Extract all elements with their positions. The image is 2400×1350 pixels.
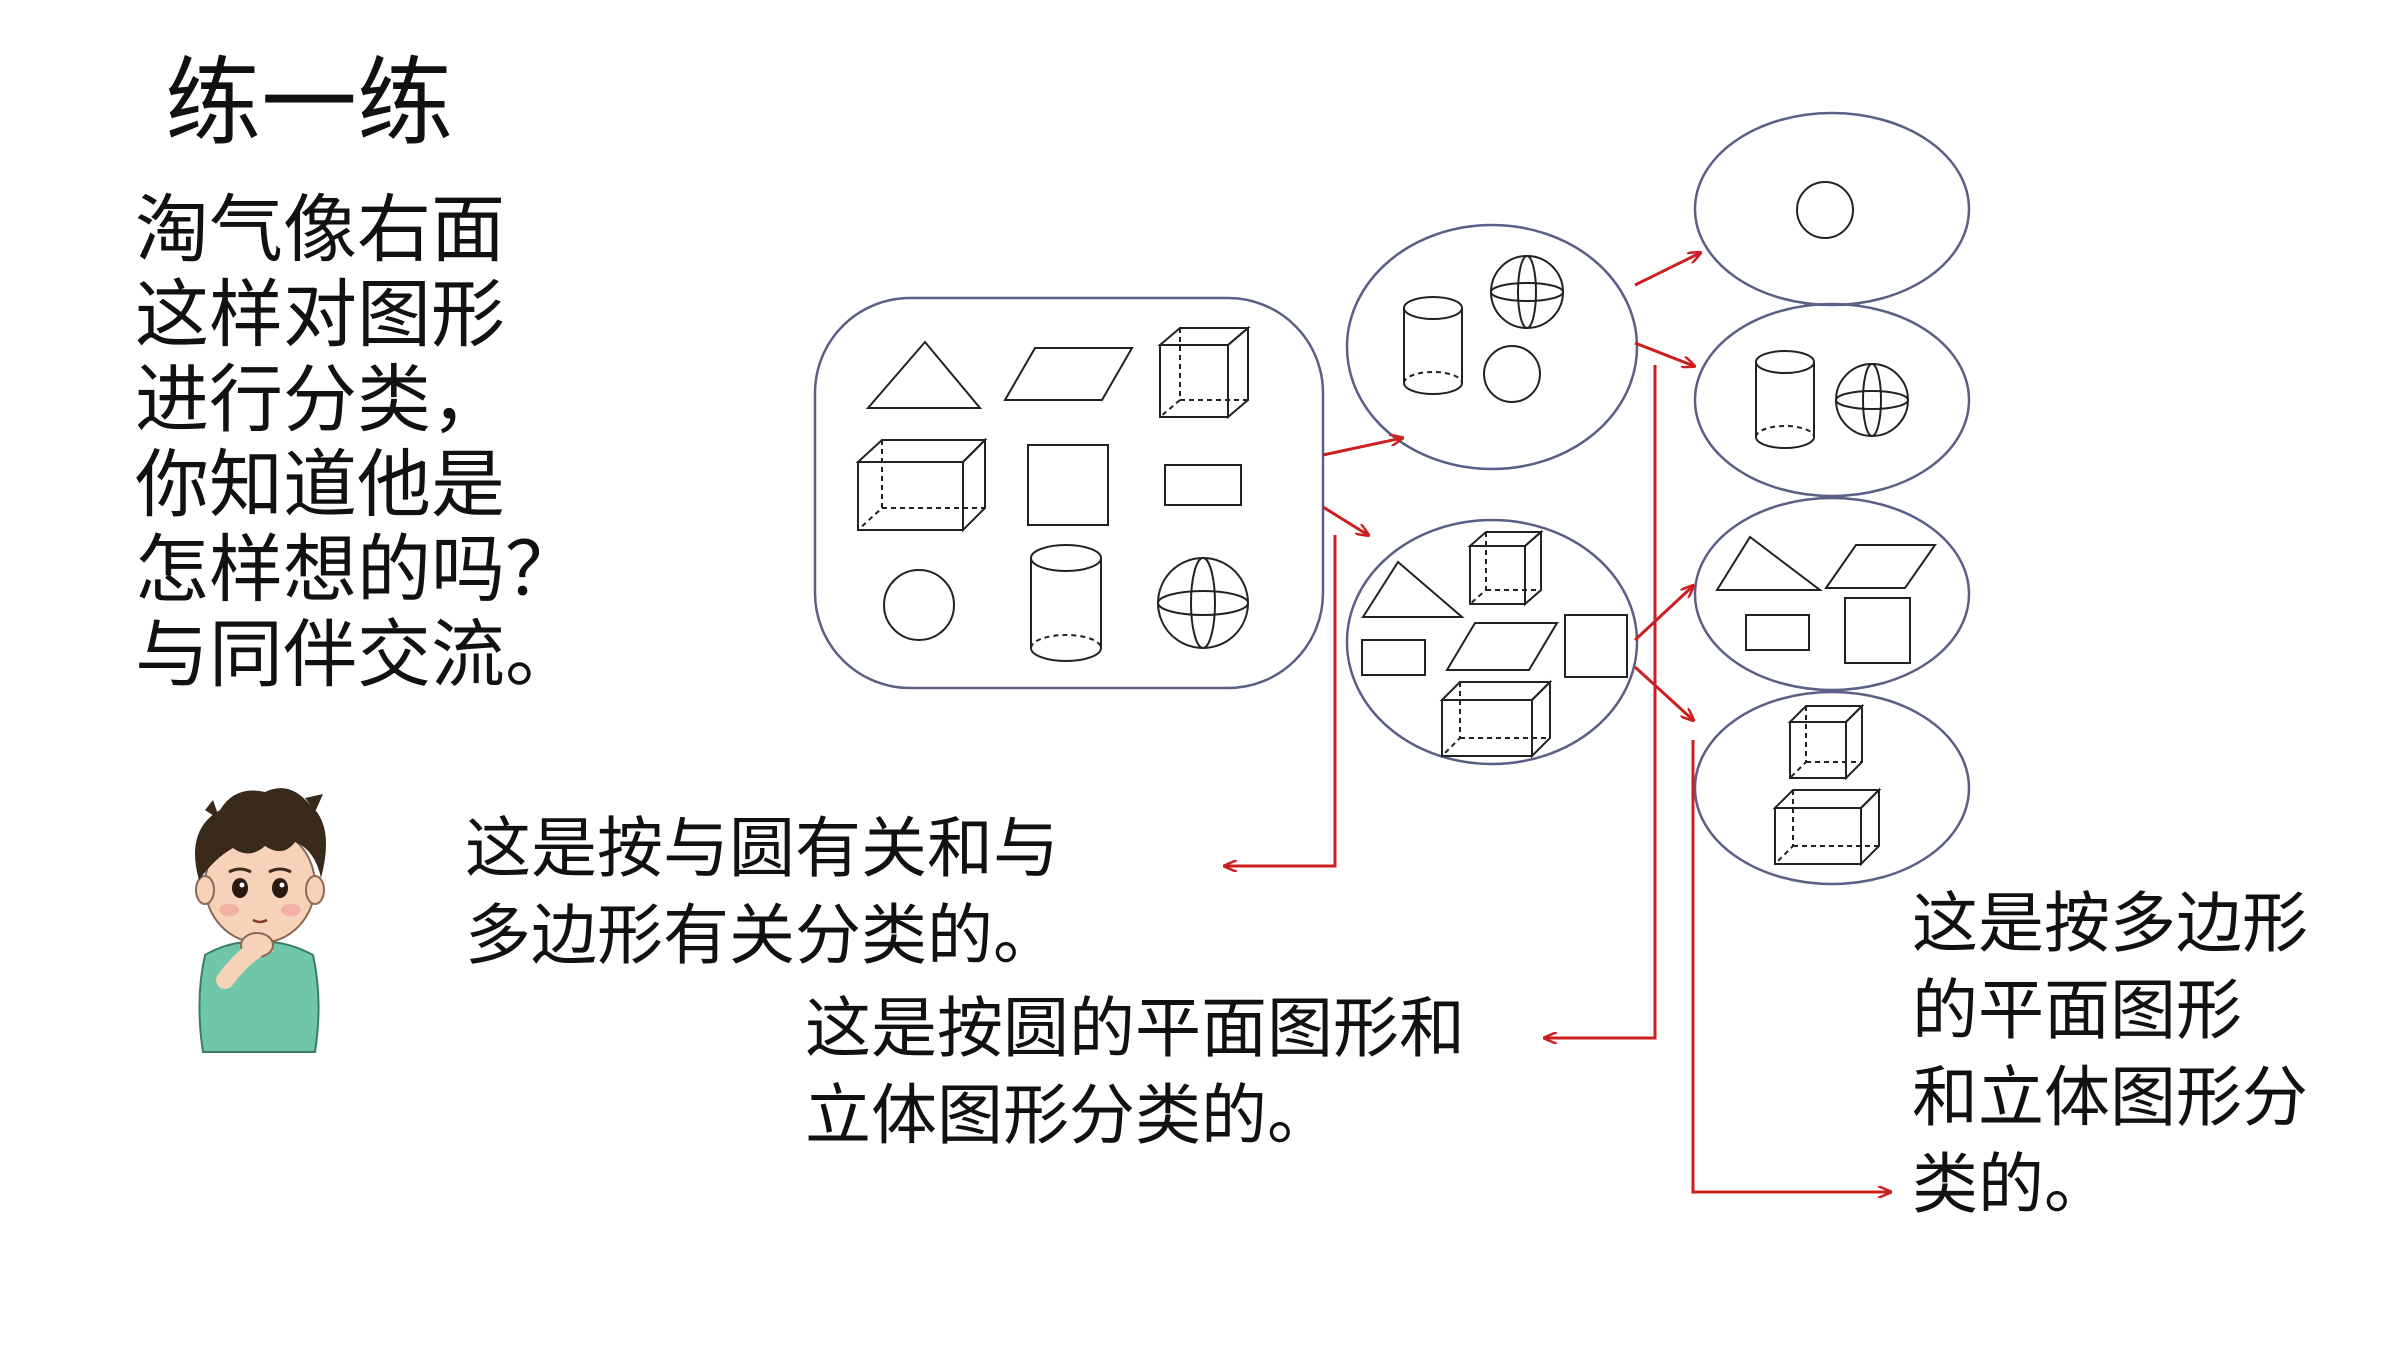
cuboid-icon	[1772, 787, 1882, 867]
square-icon	[1844, 597, 1911, 664]
circle-icon	[883, 569, 955, 641]
rectangle-icon	[1164, 464, 1242, 506]
cuboid-icon	[855, 437, 988, 533]
boy-thinking-icon	[195, 788, 327, 1053]
cylinder-icon	[1030, 544, 1102, 662]
triangle-icon	[1361, 560, 1465, 618]
arrow-to-circle-solid	[1634, 341, 1694, 366]
square-icon	[1027, 444, 1109, 526]
prompt-line: 进行分类，	[135, 357, 505, 443]
group-circle-related	[1345, 223, 1639, 471]
answer-plane-vs-solid-polygon: 这是按多边形 的平面图形 和立体图形分 类的。	[1912, 880, 2308, 1228]
answer-circle-vs-polygon: 这是按与圆有关和与 多边形有关分类的。	[465, 805, 1059, 979]
prompt-line: 淘气像右面	[135, 187, 505, 273]
group-all-shapes	[813, 296, 1325, 690]
triangle-icon	[1715, 535, 1823, 591]
prompt-line: 这样对图形	[135, 272, 505, 358]
square-icon	[1564, 614, 1628, 678]
question-prompt: 淘气像右面 这样对图形 进行分类， 你知道他是 怎样想的吗？ 与同伴交流。	[135, 188, 579, 698]
rectangle-icon	[1361, 639, 1426, 676]
arrow-to-circle-related	[1322, 438, 1402, 457]
prompt-line: 你知道他是	[135, 442, 505, 528]
group-polygon-plane	[1693, 496, 1971, 692]
answer-line: 类的。	[1912, 1146, 2110, 1223]
rectangle-icon	[1745, 614, 1810, 651]
group-circle-plane	[1693, 111, 1971, 307]
cube-icon	[1787, 703, 1865, 781]
cube-icon	[1467, 529, 1544, 607]
answer-line: 多边形有关分类的。	[465, 897, 1059, 974]
group-polygon-related	[1345, 518, 1639, 766]
parallelogram-icon	[1824, 544, 1937, 589]
sphere-icon	[1490, 255, 1564, 329]
answer-line: 立体图形分类的。	[805, 1077, 1333, 1154]
circle-icon	[1796, 181, 1854, 239]
cylinder-icon	[1403, 296, 1463, 395]
answer-plane-vs-solid-circle: 这是按圆的平面图形和 立体图形分类的。	[805, 985, 1465, 1159]
answer-line: 这是按圆的平面图形和	[805, 990, 1465, 1067]
circle-icon	[1483, 345, 1541, 403]
answer-line: 这是按与圆有关和与	[465, 810, 1059, 887]
arrow-to-answer-3	[1691, 740, 1890, 1192]
arrow-to-polygon-related	[1322, 505, 1368, 535]
cuboid-icon	[1439, 679, 1553, 759]
arrow-to-answer-1	[1225, 535, 1337, 866]
answer-line: 和立体图形分	[1912, 1059, 2308, 1136]
prompt-line: 怎样想的吗？	[135, 527, 579, 613]
arrow-to-polygon-solid	[1633, 665, 1693, 720]
page-title: 练一练	[165, 47, 453, 159]
sphere-icon	[1835, 363, 1909, 437]
sphere-icon	[1157, 557, 1249, 649]
parallelogram-icon	[1445, 622, 1559, 671]
arrow-to-answer-2	[1545, 365, 1657, 1038]
arrows	[1225, 253, 1890, 1192]
parallelogram-icon	[1003, 347, 1134, 401]
answer-line: 这是按多边形	[1912, 885, 2308, 962]
triangle-icon	[865, 340, 983, 409]
cylinder-icon	[1755, 350, 1815, 449]
answer-line: 的平面图形	[1912, 972, 2242, 1049]
arrow-to-circle-plane	[1634, 253, 1700, 287]
arrow-to-polygon-plane	[1633, 586, 1693, 642]
group-circle-solid	[1693, 302, 1971, 498]
cube-icon	[1157, 325, 1251, 420]
prompt-line: 与同伴交流。	[135, 612, 579, 698]
group-polygon-solid	[1693, 690, 1971, 886]
